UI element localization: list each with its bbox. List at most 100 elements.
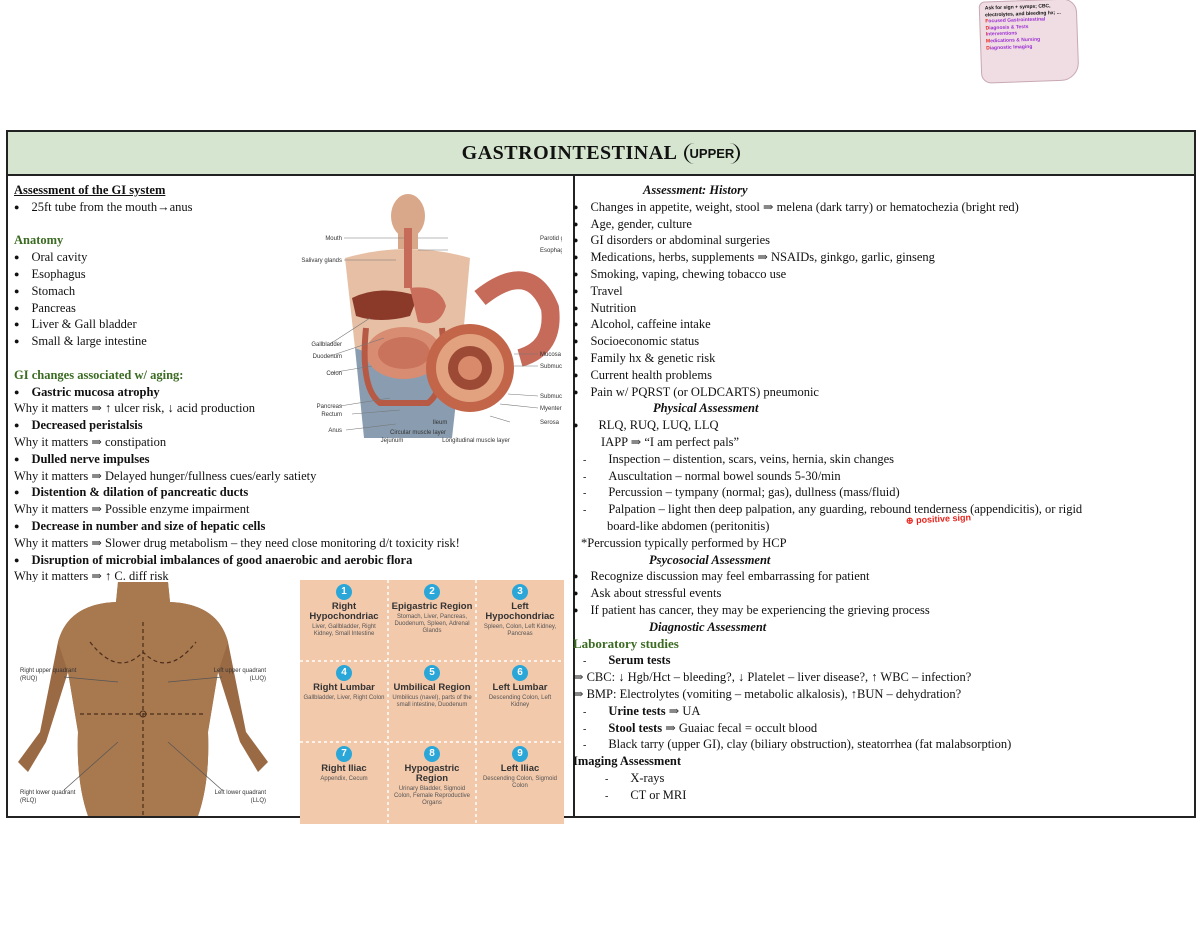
anatomy-label: Submucosa xyxy=(540,364,562,370)
history-item: Age, gender, culture xyxy=(573,216,1183,233)
history-item: Smoking, vaping, chewing tobacco use xyxy=(573,266,1183,283)
aging-why-it-matters: Why it matters ⇒ ↑ C. diff risk xyxy=(14,569,169,584)
physical-item: Palpation – light then deep palpation, a… xyxy=(573,501,1183,518)
quadrant-label: Right upper quadrant xyxy=(20,668,77,674)
region-number: 9 xyxy=(512,746,528,762)
imaging-item: CT or MRI xyxy=(573,787,1183,804)
region-number: 3 xyxy=(512,584,528,600)
imaging-heading: Imaging Assessment xyxy=(573,754,681,769)
stool-note-row: Black tarry (upper GI), clay (biliary ob… xyxy=(573,736,1183,753)
intro-item: 25ft tube from the mouth→anus xyxy=(14,199,559,216)
anatomy-label: Duodenum xyxy=(313,354,342,360)
psych-item: Recognize discussion may feel embarrassi… xyxy=(573,568,1183,585)
anatomy-label: Colon xyxy=(326,371,342,377)
lab-heading: Laboratory studies xyxy=(573,635,679,651)
anatomy-label: Longitudinal muscle layer xyxy=(442,438,510,444)
anatomy-item: Liver & Gall bladder xyxy=(14,316,559,333)
physical-item: Inspection – distention, scars, veins, h… xyxy=(573,451,1183,468)
aging-why-it-matters: Why it matters ⇒ Slower drug metabolism … xyxy=(14,535,460,550)
sticky-note-text: iagnostic Imaging xyxy=(989,43,1033,51)
anatomy-label: Ileum xyxy=(433,420,448,426)
quadrant-label: Right lower quadrant xyxy=(20,790,76,796)
history-item: GI disorders or abdominal surgeries xyxy=(573,232,1183,249)
region-number: 1 xyxy=(336,584,352,600)
anatomy-label: Myenteric nerve plexus xyxy=(540,406,562,412)
history-item: Current health problems xyxy=(573,367,1183,384)
anatomy-item: Esophagus xyxy=(14,266,559,283)
quadrant-label: Left upper quadrant xyxy=(214,668,267,674)
region-organs: Liver, Gallbladder, Right Kidney, Small … xyxy=(312,624,376,637)
urine-value: ⇒ UA xyxy=(665,703,701,718)
aging-change-title: Dulled nerve impulses xyxy=(14,451,559,468)
anatomy-label: Parotid gland xyxy=(540,236,562,242)
region-name: Umbilical Region xyxy=(393,682,471,693)
imaging-item-text: CT or MRI xyxy=(630,787,687,802)
iapp-item: IAPP ⇒ “I am perfect pals” xyxy=(601,434,740,449)
anatomy-item: Small & large intestine xyxy=(14,333,559,350)
quadrants-item: RLQ, RUQ, LUQ, LLQ xyxy=(573,417,1183,434)
imaging-item: X-rays xyxy=(573,770,1183,787)
anatomy-item: Stomach xyxy=(14,283,559,300)
region-organs: Stomach, Liver, Pancreas, Duodenum, Sple… xyxy=(394,614,470,634)
region-number: 5 xyxy=(424,665,440,681)
anatomy-label: Submucosal nerve plexus xyxy=(540,394,562,400)
anatomy-label: Rectum xyxy=(321,412,342,418)
history-item: Nutrition xyxy=(573,300,1183,317)
region-name: Left Hypochondriac xyxy=(485,601,555,622)
page-subtitle: UPPER xyxy=(683,142,741,164)
regions-grid-lines xyxy=(300,580,564,824)
psych-list: Recognize discussion may feel embarrassi… xyxy=(573,568,1183,618)
serum-row: Serum tests xyxy=(573,652,1183,669)
percussion-note: *Percussion typically performed by HCP xyxy=(581,535,787,550)
physical-item-text: Auscultation – normal bowel sounds 5-30/… xyxy=(608,468,841,483)
aging-change-title: Gastric mucosa atrophy xyxy=(14,384,559,401)
physical-item: Auscultation – normal bowel sounds 5-30/… xyxy=(573,468,1183,485)
quadrant-abbrev: (RLQ) xyxy=(20,798,36,804)
anatomy-label: Serosa xyxy=(540,420,560,426)
urine-label: Urine tests xyxy=(608,703,666,718)
quadrant-abbrev: (LUQ) xyxy=(250,676,266,682)
physical-heading: Physical Assessment xyxy=(653,401,759,416)
dash-marker xyxy=(573,502,608,516)
physical-item-text: Inspection – distention, scars, veins, h… xyxy=(608,451,895,466)
region-name: Epigastric Region xyxy=(391,601,473,612)
anatomy-item: Pancreas xyxy=(14,300,559,317)
history-item: Travel xyxy=(573,283,1183,300)
psych-item: Ask about stressful events xyxy=(573,585,1183,602)
anatomy-label: Circular muscle layer xyxy=(390,430,446,436)
left-column: Assessment of the GI system 25ft tube fr… xyxy=(14,182,559,585)
aging-change-title: Disruption of microbial imbalances of go… xyxy=(14,552,559,569)
aging-why-it-matters: Why it matters ⇒ ↑ ulcer risk, ↓ acid pr… xyxy=(14,401,255,416)
anatomy-label: Pancreas xyxy=(317,404,342,410)
right-column: Assessment: History Changes in appetite,… xyxy=(573,182,1183,803)
anatomy-label: Mucosa xyxy=(540,352,562,358)
region-number: 8 xyxy=(424,746,440,762)
region-name: Hypogastric Region xyxy=(404,763,460,784)
physical-item: Percussion – tympany (normal; gas), dull… xyxy=(573,484,1183,501)
region-name: Right Hypochondriac xyxy=(309,601,379,622)
region-organs: Descending Colon, Left Kidney xyxy=(488,695,552,708)
psych-item: If patient has cancer, they may be exper… xyxy=(573,602,1183,619)
quadrant-label: Left lower quadrant xyxy=(215,790,267,796)
anatomy-item: Oral cavity xyxy=(14,249,559,266)
quadrant-abbrev: (LLQ) xyxy=(251,798,266,804)
aging-change-title: Decrease in number and size of hepatic c… xyxy=(14,518,559,535)
region-name: Left Iliac xyxy=(500,763,540,774)
dash-marker xyxy=(595,771,630,785)
stool-note: Black tarry (upper GI), clay (biliary ob… xyxy=(608,737,1012,752)
imaging-list: X-rays CT or MRI xyxy=(573,770,1183,804)
dash-marker xyxy=(573,485,608,499)
anatomy-label: Gallbladder xyxy=(311,342,342,348)
stool-row: Stool tests ⇒ Guaiac fecal = occult bloo… xyxy=(573,720,1183,737)
imaging-item-text: X-rays xyxy=(630,770,665,785)
region-number: 2 xyxy=(424,584,440,600)
